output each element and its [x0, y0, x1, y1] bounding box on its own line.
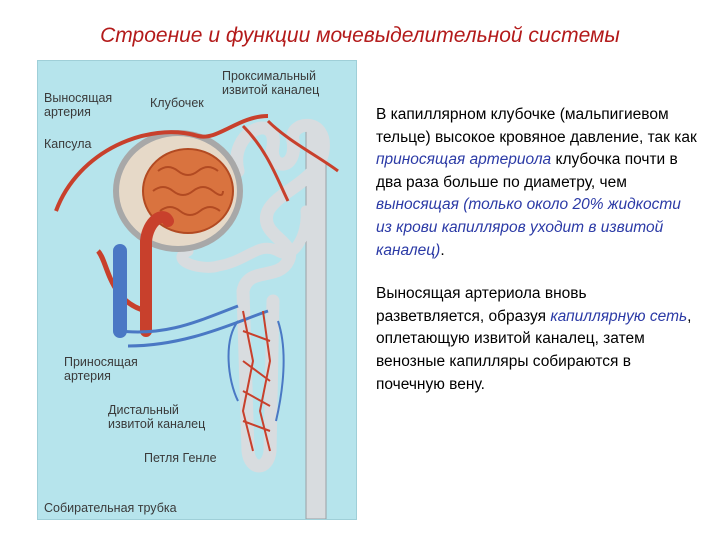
distal-tubule-shape: [176, 205, 312, 273]
collecting-tube-shape: [305, 130, 327, 519]
efferent-artery-shape: [54, 114, 269, 212]
afferent-artery-shape: [140, 211, 174, 337]
paragraph-pressure: В капиллярном клубочке (мальпигиевом тел…: [376, 106, 697, 259]
label-collecting-tube: Собирательная трубка: [44, 501, 177, 515]
proximal-tubule-shape: [230, 118, 330, 473]
label-efferent-artery: Выносящая артерия: [44, 91, 113, 119]
label-distal-tubule: Дистальный извитой каналец: [108, 403, 206, 431]
label-glomerulus: Клубочек: [150, 96, 204, 110]
page-title: Строение и функции мочевыделительной сис…: [100, 24, 620, 47]
capillary-network-shape: [241, 310, 272, 452]
label-henle-loop: Петля Генле: [144, 451, 217, 465]
explanation-text: В капиллярном клубочке (мальпигиевом тел…: [376, 104, 698, 396]
label-capsule: Капсула: [44, 137, 92, 151]
label-proximal-tubule: Проксимальный извитой каналец: [222, 69, 320, 97]
label-afferent-artery: Приносящая артерия: [64, 355, 138, 383]
paragraph-capillary-network: Выносящая артериола вновь разветвляется,…: [376, 285, 692, 393]
nephron-illustration: [54, 114, 339, 519]
nephron-diagram: Выносящая артерия Клубочек Проксимальный…: [37, 60, 357, 520]
